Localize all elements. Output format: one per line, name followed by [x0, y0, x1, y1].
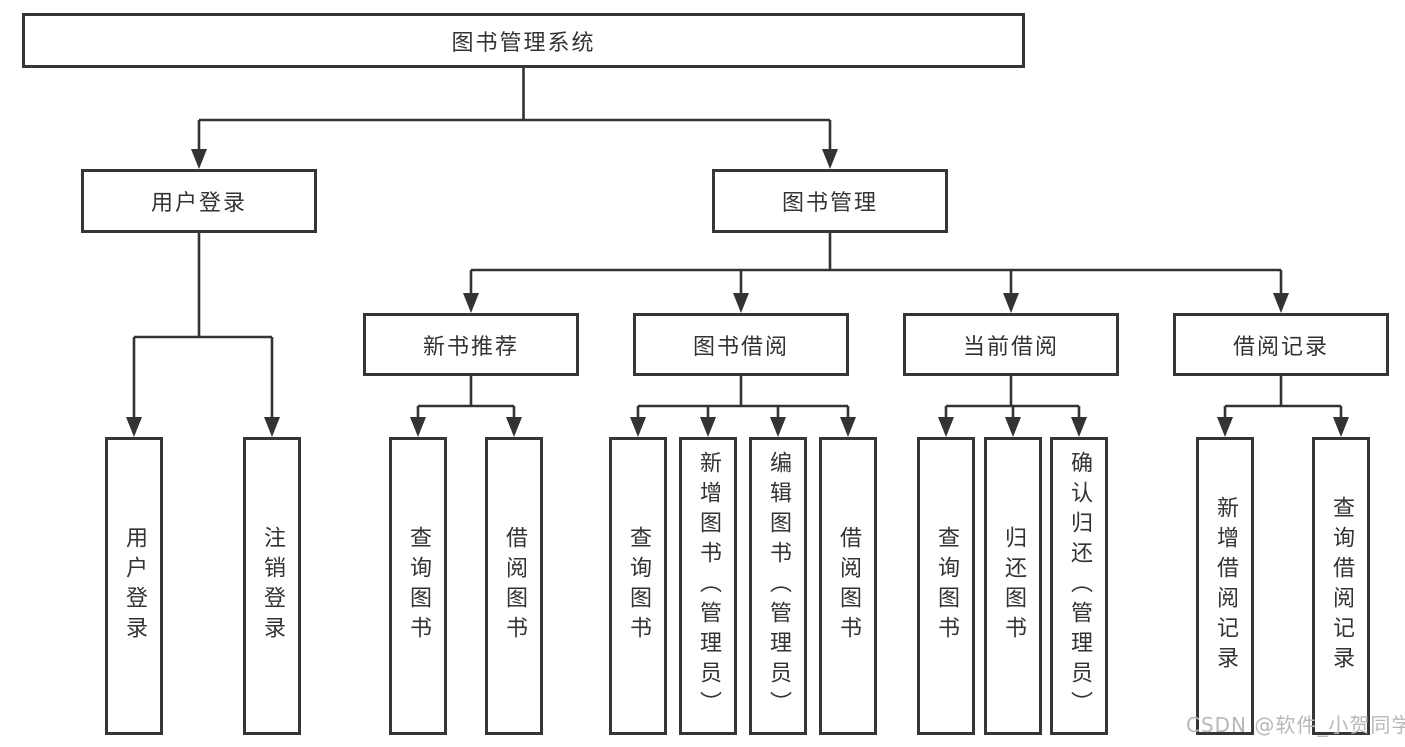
leaf-query-borrow-record: 查询借阅记录	[1312, 437, 1370, 735]
node-current-borrow: 当前借阅	[903, 313, 1119, 376]
leaf-logout: 注销登录	[243, 437, 301, 735]
leaf-query-book-current: 查询图书	[917, 437, 975, 735]
watermark: CSDN @软件_小贺同学	[1186, 713, 1405, 737]
node-root-system: 图书管理系统	[22, 13, 1025, 68]
leaf-query-book-recommend: 查询图书	[389, 437, 447, 735]
arrowhead-icons	[126, 149, 1349, 437]
leaf-borrow-book-borrow: 借阅图书	[819, 437, 877, 735]
node-book-management: 图书管理	[712, 169, 948, 233]
node-user-login: 用户登录	[81, 169, 317, 233]
leaf-confirm-return-admin: 确认归还（管理员）	[1050, 437, 1108, 735]
leaf-borrow-book-recommend: 借阅图书	[485, 437, 543, 735]
node-borrow-records: 借阅记录	[1173, 313, 1389, 376]
node-book-borrow: 图书借阅	[633, 313, 849, 376]
leaf-query-book-borrow: 查询图书	[609, 437, 667, 735]
leaf-return-book: 归还图书	[984, 437, 1042, 735]
leaf-user-login: 用户登录	[105, 437, 163, 735]
node-new-book-recommend: 新书推荐	[363, 313, 579, 376]
leaf-add-book-admin: 新增图书（管理员）	[679, 437, 737, 735]
leaf-edit-book-admin: 编辑图书（管理员）	[749, 437, 807, 735]
leaf-add-borrow-record: 新增借阅记录	[1196, 437, 1254, 735]
